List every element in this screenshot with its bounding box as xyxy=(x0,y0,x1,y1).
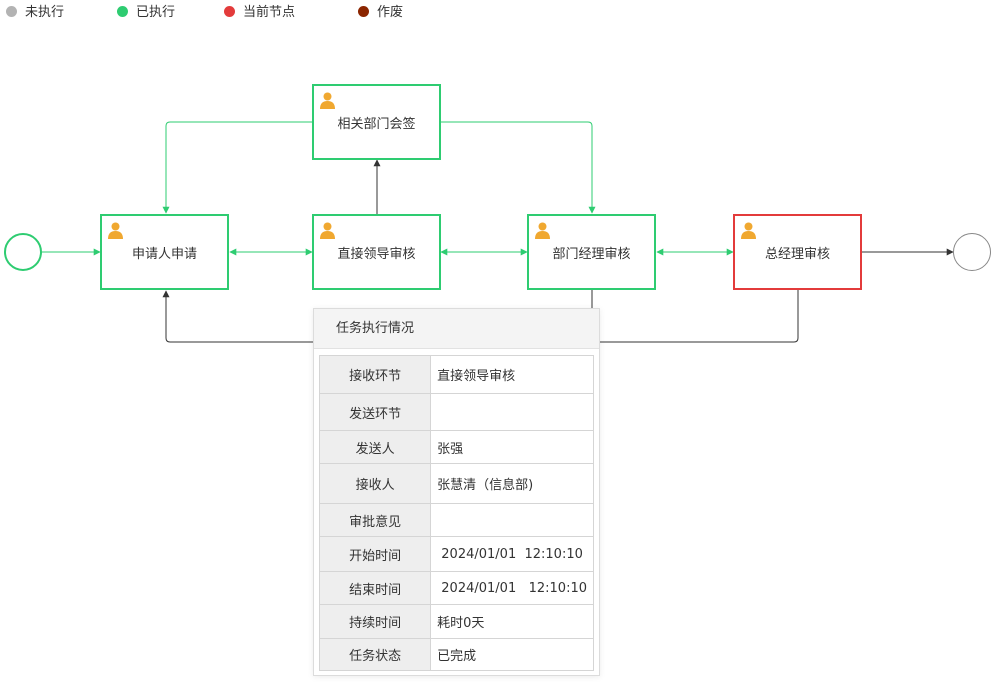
start-event[interactable] xyxy=(4,233,42,271)
legend-dot-icon xyxy=(358,6,369,17)
legend-item-not-executed: 未执行 xyxy=(6,4,64,22)
legend-item-current-node: 当前节点 xyxy=(224,4,295,22)
row-value: 张慧清（信息部) xyxy=(430,463,594,504)
row-key: 接收人 xyxy=(318,463,432,504)
row-value: 已完成 xyxy=(430,638,594,671)
node-label: 总经理审核 xyxy=(764,246,830,262)
table-row: 接收环节 直接领导审核 xyxy=(318,355,594,394)
legend-dot-icon xyxy=(6,6,17,17)
node-label: 申请人申请 xyxy=(131,246,197,262)
edge-countersign-to-dept-manager xyxy=(441,121,596,214)
row-value xyxy=(430,393,594,431)
node-leader[interactable]: 直接领导审核 xyxy=(312,214,441,290)
node-label: 相关部门会签 xyxy=(337,116,416,132)
node-general-manager[interactable]: 总经理审核 xyxy=(733,214,862,290)
table-row: 发送人 张强 xyxy=(318,430,594,464)
node-label: 直接领导审核 xyxy=(337,246,416,262)
end-event[interactable] xyxy=(953,233,991,271)
row-key: 审批意见 xyxy=(318,503,432,537)
legend-item-executed: 已执行 xyxy=(117,4,175,22)
row-key: 结束时间 xyxy=(318,571,432,605)
table-row: 持续时间 耗时0天 xyxy=(318,604,594,639)
user-icon xyxy=(320,222,335,239)
node-countersign[interactable]: 相关部门会签 xyxy=(312,84,441,160)
user-icon xyxy=(108,222,123,239)
row-value: 张强 xyxy=(430,430,594,464)
row-key: 发送人 xyxy=(318,430,432,464)
table-row: 结束时间 2024/01/01 12:10:10 xyxy=(318,571,594,605)
row-value: 直接领导审核 xyxy=(430,355,594,394)
task-info-popup: 任务执行情况 接收环节 直接领导审核 发送环节 发送人 张强 接收人 张慧清（信… xyxy=(313,308,600,676)
table-row: 任务状态 已完成 xyxy=(318,638,594,671)
legend-dot-icon xyxy=(117,6,128,17)
row-key: 开始时间 xyxy=(318,536,432,572)
row-value xyxy=(430,503,594,537)
edge-countersign-to-apply xyxy=(162,121,312,214)
user-icon xyxy=(320,92,335,109)
row-key: 任务状态 xyxy=(318,638,432,671)
row-value: 耗时0天 xyxy=(430,604,594,639)
user-icon xyxy=(535,222,550,239)
legend-label: 当前节点 xyxy=(243,5,296,20)
table-row: 发送环节 xyxy=(318,393,594,431)
row-key: 持续时间 xyxy=(318,604,432,639)
legend-label: 作废 xyxy=(377,5,404,20)
row-value: 2024/01/01 12:10:10 xyxy=(430,536,594,572)
row-key: 发送环节 xyxy=(318,393,432,431)
node-dept-manager[interactable]: 部门经理审核 xyxy=(527,214,656,290)
table-row: 审批意见 xyxy=(318,503,594,537)
user-icon xyxy=(741,222,756,239)
legend-item-void: 作废 xyxy=(358,4,403,22)
row-key: 接收环节 xyxy=(318,355,432,394)
task-info-table: 接收环节 直接领导审核 发送环节 发送人 张强 接收人 张慧清（信息部) 审批意… xyxy=(318,355,594,671)
popup-title: 任务执行情况 xyxy=(314,309,599,349)
node-apply[interactable]: 申请人申请 xyxy=(100,214,229,290)
legend-dot-icon xyxy=(224,6,235,17)
row-value: 2024/01/01 12:10:10 xyxy=(430,571,594,605)
table-row: 接收人 张慧清（信息部) xyxy=(318,463,594,504)
node-label: 部门经理审核 xyxy=(552,246,631,262)
legend-label: 已执行 xyxy=(136,5,176,20)
table-row: 开始时间 2024/01/01 12:10:10 xyxy=(318,536,594,572)
legend-label: 未执行 xyxy=(25,5,65,20)
